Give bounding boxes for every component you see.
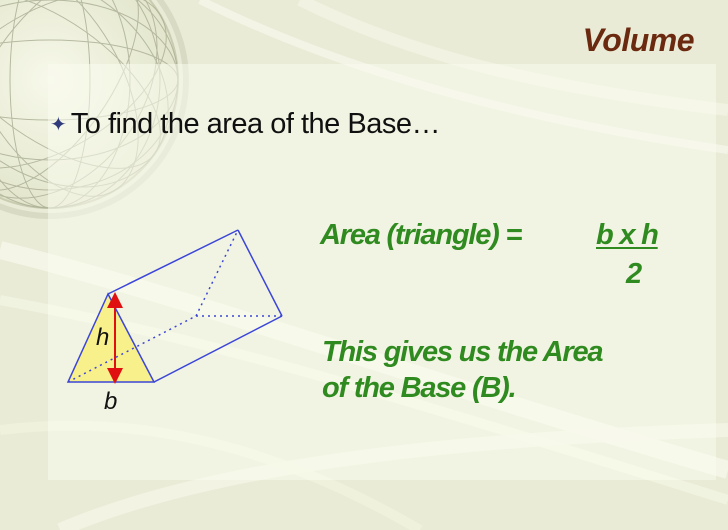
- formula-left-side: Area (triangle) =: [320, 219, 522, 251]
- bullet-item: ✦ To find the area of the Base…: [50, 108, 440, 141]
- height-label: h: [96, 324, 110, 351]
- formula-numerator: b x h: [596, 219, 659, 251]
- conclusion-line-1: This gives us the Area: [322, 336, 604, 368]
- triangle-base-face: [66, 292, 156, 383]
- base-label: b: [104, 388, 118, 415]
- slide-title: Volume: [582, 22, 695, 58]
- content-panel: [48, 64, 716, 480]
- conclusion-line-2: of the Base (B).: [322, 372, 517, 404]
- prism-hidden-edges: [67, 229, 282, 383]
- bullet-text: To find the area of the Base…: [70, 108, 441, 140]
- four-point-star-icon: ✦: [50, 113, 67, 136]
- prism-edges: [107, 229, 283, 383]
- formula-denominator: 2: [626, 258, 642, 290]
